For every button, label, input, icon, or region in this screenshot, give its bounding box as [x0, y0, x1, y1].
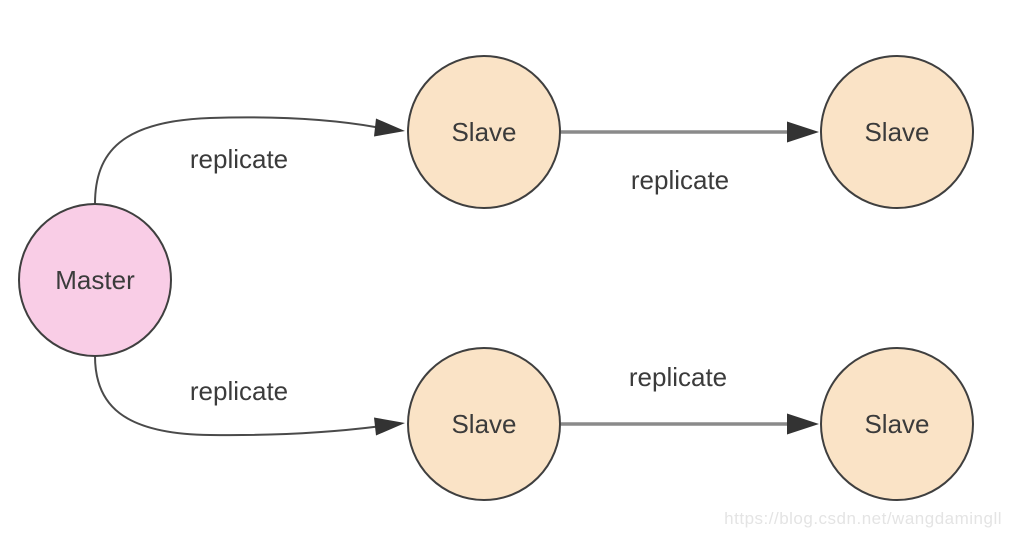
- node-master: Master: [18, 203, 172, 357]
- node-slave-top-right: Slave: [820, 55, 974, 209]
- slave-bottom-right-label: Slave: [864, 409, 929, 439]
- node-slave-bottom-middle: Slave: [407, 347, 561, 501]
- edge-label-bottom-pair: replicate: [629, 362, 727, 392]
- edge-master-to-top-slave: [94, 116, 379, 205]
- slave-top-middle-circle: [407, 55, 561, 209]
- slave-bottom-right-circle: [820, 347, 974, 501]
- master-circle: [18, 203, 172, 357]
- arrowhead-master-to-top-slave: [374, 118, 405, 137]
- watermark: https://blog.csdn.net/wangdamingll: [724, 509, 1002, 528]
- arrowhead-master-to-bottom-slave: [374, 417, 405, 436]
- slave-top-right-circle: [820, 55, 974, 209]
- node-slave-bottom-right: Slave: [820, 347, 974, 501]
- node-slave-top-middle: Slave: [407, 55, 561, 209]
- master-label: Master: [55, 265, 135, 295]
- slave-bottom-middle-label: Slave: [451, 409, 516, 439]
- edge-label-top-pair: replicate: [631, 165, 729, 195]
- edge-label-master-bottom: replicate: [190, 376, 288, 406]
- slave-top-right-label: Slave: [864, 117, 929, 147]
- edge-master-to-bottom-slave: [94, 355, 379, 437]
- slave-top-middle-label: Slave: [451, 117, 516, 147]
- edge-label-master-top: replicate: [190, 144, 288, 174]
- slave-bottom-middle-circle: [407, 347, 561, 501]
- arrowhead-bottom-slave-to-right-slave: [787, 413, 819, 435]
- arrowhead-top-slave-to-right-slave: [787, 121, 819, 143]
